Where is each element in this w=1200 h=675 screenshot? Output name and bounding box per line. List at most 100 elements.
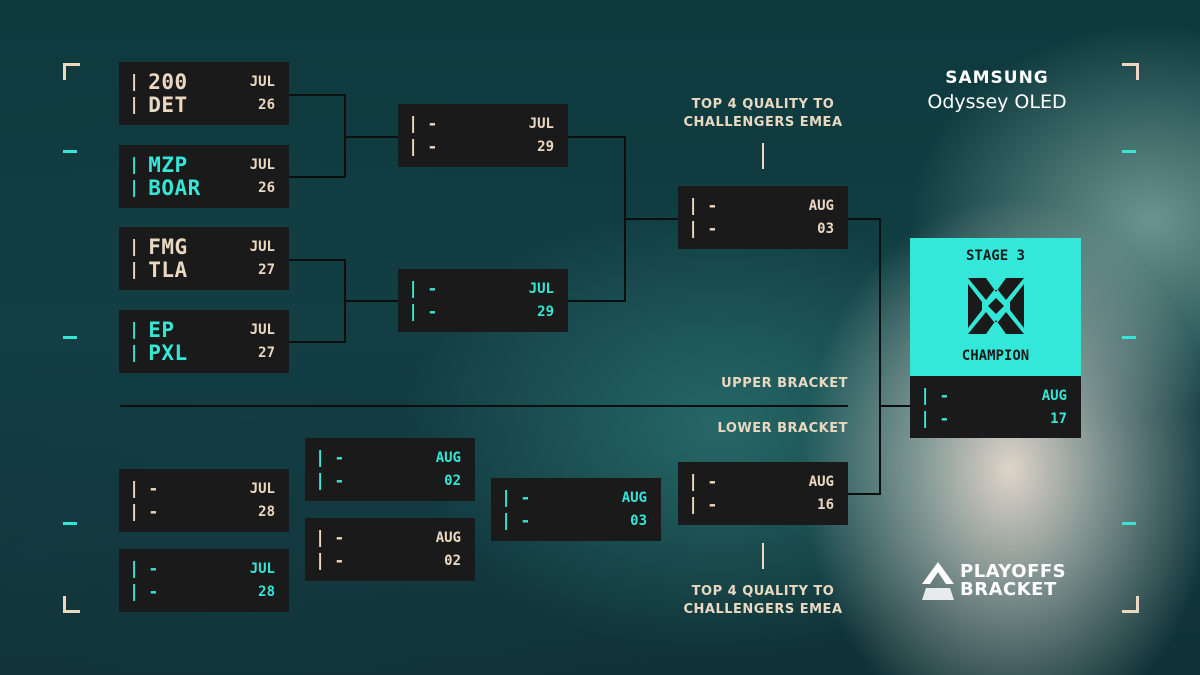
match-day: 17 [1050, 411, 1067, 427]
match-month: JUL [249, 74, 275, 90]
team-bar: | [688, 219, 699, 239]
connector-line [624, 218, 678, 220]
match-month: JUL [249, 322, 275, 338]
team-name: TLA [148, 258, 188, 282]
team-bar: | [129, 178, 140, 198]
team-name: - [939, 409, 950, 429]
match-month: JUL [528, 281, 554, 297]
team-name: - [707, 196, 718, 216]
team-bar: | [129, 260, 140, 280]
frame-corner-bottom-right [1122, 596, 1139, 613]
team-name: - [334, 448, 345, 468]
team-name: - [334, 528, 345, 548]
champion-label: CHAMPION [961, 348, 1030, 364]
sponsor-product: Odyssey OLED [927, 91, 1067, 113]
qualify-caption-line: TOP 4 QUALITY TO [691, 584, 835, 599]
frame-tick [1122, 336, 1136, 339]
frame-corner-bottom-left [63, 596, 80, 613]
team-name: - [148, 479, 159, 499]
team-name: DET [148, 93, 188, 117]
connector-line [288, 176, 345, 178]
qualify-marker-top [762, 143, 764, 169]
team-bar: | [408, 302, 419, 322]
frame-tick [1122, 150, 1136, 153]
upper-bracket-label: UPPER BRACKET [721, 376, 848, 391]
team-bar: | [129, 479, 140, 499]
team-bar: | [315, 471, 326, 491]
team-bar: | [129, 582, 140, 602]
connector-line [848, 493, 880, 495]
team-name: - [148, 502, 159, 522]
champion-panel: STAGE 3 CHAMPION [910, 238, 1081, 376]
team-bar: | [129, 502, 140, 522]
connector-line [288, 341, 345, 343]
frame-tick [63, 336, 77, 339]
match-month: AUG [808, 474, 834, 490]
team-name: - [520, 511, 531, 531]
match-month: JUL [528, 116, 554, 132]
team-bar: | [408, 137, 419, 157]
connector-line [568, 300, 625, 302]
match-day: 03 [630, 513, 647, 529]
team-name: - [427, 114, 438, 134]
match-month: AUG [1041, 388, 1067, 404]
sponsor-name: SAMSUNG [945, 68, 1049, 88]
connector-line [568, 136, 625, 138]
match-month: AUG [435, 450, 461, 466]
team-name: MZP [148, 153, 188, 177]
connector-line [879, 405, 910, 407]
match-day: 28 [258, 504, 275, 520]
team-bar: | [501, 488, 512, 508]
team-bar: | [688, 472, 699, 492]
team-name: - [520, 488, 531, 508]
team-name: - [707, 472, 718, 492]
match-day: 28 [258, 584, 275, 600]
connector-line [848, 218, 880, 220]
match-day: 02 [444, 473, 461, 489]
team-name: - [148, 559, 159, 579]
team-name: - [334, 551, 345, 571]
match-day: 29 [537, 304, 554, 320]
team-name: FMG [148, 235, 188, 259]
frame-tick [1122, 522, 1136, 525]
frame-tick [63, 150, 77, 153]
match-day: 02 [444, 553, 461, 569]
team-bar: | [688, 196, 699, 216]
lower-bracket-label: LOWER BRACKET [717, 421, 848, 436]
bracket-divider-line [120, 405, 848, 407]
team-name: - [707, 495, 718, 515]
team-bar: | [408, 279, 419, 299]
qualify-caption-line: TOP 4 QUALITY TO [691, 97, 835, 112]
champion-stage: STAGE 3 [965, 248, 1025, 264]
team-bar: | [129, 95, 140, 115]
team-bar: | [129, 72, 140, 92]
team-bar: | [315, 528, 326, 548]
match-day: 27 [258, 345, 275, 361]
team-bar: | [129, 155, 140, 175]
match-day: 26 [258, 97, 275, 113]
connector-line [344, 136, 398, 138]
qualify-caption-line: CHALLENGERS EMEA [683, 115, 843, 130]
frame-corner-top-left [63, 63, 80, 80]
qualify-caption-bottom: TOP 4 QUALITY TO CHALLENGERS EMEA [658, 583, 868, 619]
team-bar: | [315, 448, 326, 468]
match-month: AUG [808, 198, 834, 214]
match-day: 26 [258, 180, 275, 196]
playoffs-logo-icon [922, 562, 954, 600]
connector-line [288, 259, 345, 261]
qualify-caption-line: CHALLENGERS EMEA [683, 602, 843, 617]
